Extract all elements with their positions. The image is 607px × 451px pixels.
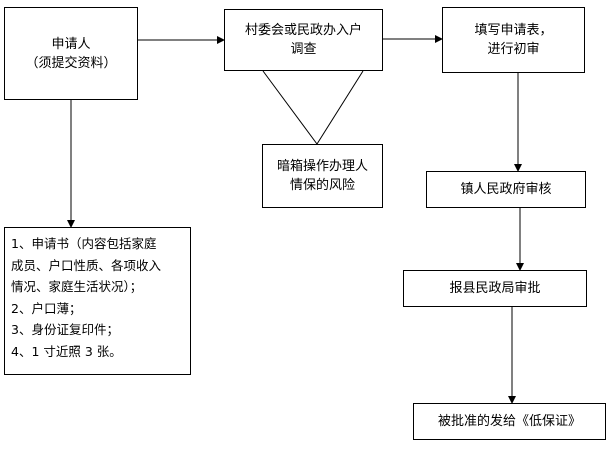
applicant-title: 申请人 (51, 36, 91, 52)
risk-callout-pointer (262, 70, 364, 145)
materials-box: 1、申请书（内容包括家庭 成员、户口性质、各项收入 情况、家庭生活状况）； 2、… (4, 227, 191, 375)
materials-item: 成员、户口性质、各项收入 (11, 257, 162, 273)
materials-item: 情况、家庭生活状况）； (11, 279, 143, 294)
applicant-box: 申请人 （须提交资料） (4, 7, 138, 100)
form-box: 填写申请表， 进行初审 (442, 7, 585, 73)
form-line-2: 进行初审 (487, 42, 540, 57)
materials-item: 4、1 寸近照 3 张。 (11, 343, 122, 359)
certificate-box: 被批准的发给《低保证》 (413, 403, 606, 440)
risk-line-2: 情保的风险 (289, 178, 355, 193)
applicant-subtitle: （须提交资料） (25, 55, 117, 71)
county-approval-label: 报县民政局审批 (449, 281, 541, 296)
certificate-label: 被批准的发给《低保证》 (437, 414, 581, 429)
materials-item: 1、申请书（内容包括家庭 (11, 236, 157, 251)
survey-line-2: 调查 (290, 42, 317, 57)
form-line-1: 填写申请表， (474, 23, 553, 38)
risk-line-1: 暗箱操作办理人 (276, 159, 368, 174)
town-review-label: 镇人民政府审核 (460, 182, 552, 197)
materials-item: 3、身份证复印件； (11, 322, 119, 337)
materials-item: 2、户口薄； (11, 300, 82, 316)
survey-box: 村委会或民政办入户 调查 (224, 9, 383, 71)
county-approval-box: 报县民政局审批 (403, 270, 587, 307)
survey-line-1: 村委会或民政办入户 (244, 23, 362, 38)
town-review-box: 镇人民政府审核 (426, 171, 586, 208)
risk-box: 暗箱操作办理人 情保的风险 (262, 144, 383, 208)
